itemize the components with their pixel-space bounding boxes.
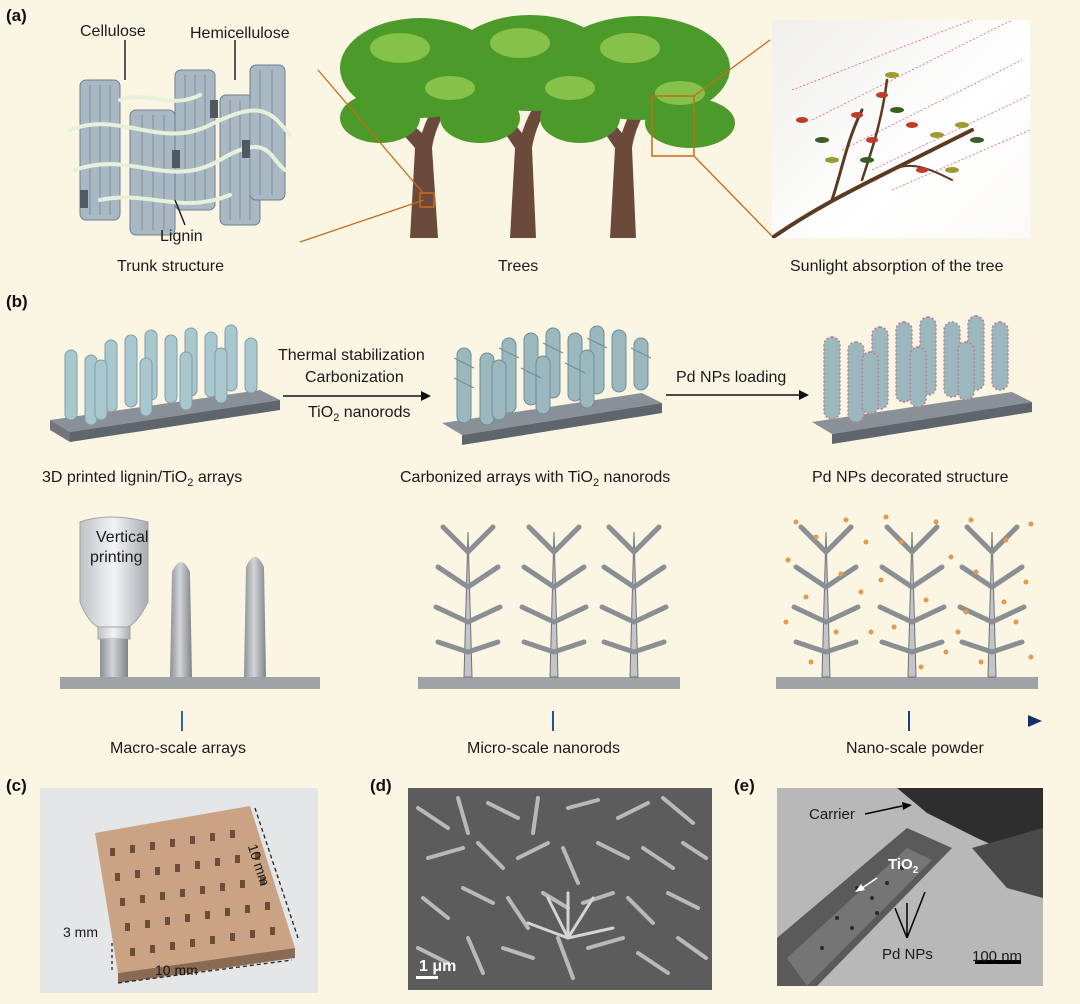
step1-line2: Carbonization — [305, 369, 404, 387]
step1-line1: Thermal stabilization — [278, 347, 425, 365]
panel-label-e: (e) — [734, 776, 755, 796]
tem-scalebar-label: 100 nm — [972, 948, 1022, 965]
scale-axis-arrow — [62, 711, 1052, 731]
carbonized-arrays-illustration — [432, 318, 672, 458]
nozzle-label-line2: printing — [90, 549, 142, 567]
tem-pd-label: Pd NPs — [882, 946, 933, 963]
caption-printed-arrays: 3D printed lignin/TiO2 arrays — [42, 469, 242, 489]
scale-label-nano: Nano-scale powder — [846, 740, 984, 758]
pd-decorated-arrays-illustration — [802, 312, 1042, 452]
panel-label-d: (d) — [370, 776, 392, 796]
printed-arrays-illustration — [30, 320, 290, 460]
caption-pd-decorated: Pd NPs decorated structure — [812, 469, 1009, 487]
sem-scalebar-label: 1 μm — [419, 958, 456, 976]
caption-sunlight-absorption: Sunlight absorption of the tree — [790, 258, 1003, 276]
scale-label-micro: Micro-scale nanorods — [467, 740, 620, 758]
caption-trees: Trees — [498, 258, 538, 276]
nano-powder-illustration — [776, 512, 1041, 692]
step2-label: Pd NPs loading — [676, 369, 786, 387]
step1-line3: TiO2 nanorods — [308, 404, 410, 424]
dim-bottom: 10 mm — [155, 962, 198, 978]
scale-label-macro: Macro-scale arrays — [110, 740, 246, 758]
sunlight-absorption-image — [772, 20, 1030, 238]
tem-carrier-label: Carrier — [809, 806, 855, 823]
dim-height: 3 mm — [63, 924, 98, 940]
caption-trunk-structure: Trunk structure — [117, 258, 224, 276]
panel-label-b: (b) — [6, 292, 28, 312]
arrow-step2 — [666, 389, 811, 401]
tem-tio2-label: TiO2 — [888, 856, 918, 876]
nozzle-label-line1: Vertical — [96, 529, 148, 547]
panel-label-c: (c) — [6, 776, 27, 796]
arrow-step1 — [283, 390, 433, 402]
caption-carbonized-arrays: Carbonized arrays with TiO2 nanorods — [400, 469, 670, 489]
micro-nanorods-illustration — [418, 512, 683, 692]
